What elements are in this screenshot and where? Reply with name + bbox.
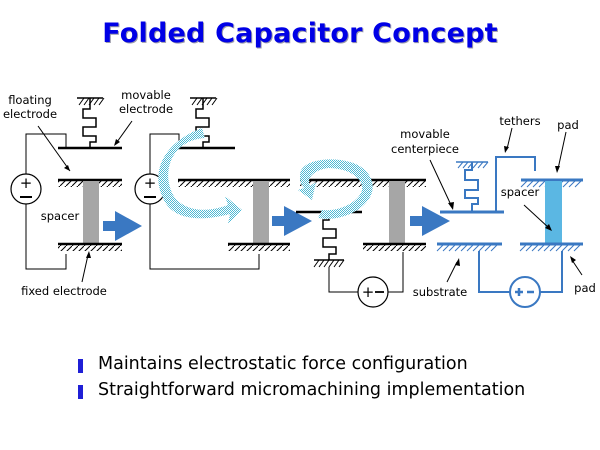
label-pad-bottom: pad <box>574 281 596 295</box>
bullet-text: Maintains electrostatic force configurat… <box>98 354 468 374</box>
spring <box>195 98 210 148</box>
stage-3: + <box>296 159 460 308</box>
svg-text:+: + <box>20 174 33 192</box>
fixed-electrode <box>228 242 290 251</box>
spring <box>464 162 479 212</box>
substrate <box>436 242 502 252</box>
transition-arrow <box>272 206 312 236</box>
voltage-source: + <box>357 276 389 308</box>
fixed-electrode <box>363 242 426 251</box>
svg-text:+: + <box>144 174 157 192</box>
label-movable-electrode-line1: movable <box>121 88 171 102</box>
slide-title: Folded Capacitor Concept <box>102 18 498 49</box>
label-movable-centerpiece-line1: movable <box>400 127 450 141</box>
label-spacer-left: spacer <box>41 209 80 223</box>
label-movable-centerpiece-line2: centerpiece <box>391 142 459 156</box>
transition-arrow <box>103 211 142 241</box>
transition-arrow <box>410 206 450 236</box>
fixed-electrode <box>58 242 122 251</box>
voltage-source: + <box>134 173 166 205</box>
spacer <box>83 181 99 244</box>
voltage-source: + <box>10 173 42 205</box>
tethers <box>495 156 536 212</box>
spring <box>82 98 97 148</box>
label-movable-electrode-line2: electrode <box>119 102 173 116</box>
bullet-marker-icon <box>78 359 83 373</box>
bullet-marker-icon <box>78 385 83 399</box>
floating-electrode <box>178 178 290 187</box>
label-floating-electrode-line1: floating <box>8 93 52 107</box>
spacer <box>253 181 269 244</box>
fold-motion-arrow <box>158 128 242 224</box>
label-tethers: tethers <box>499 114 540 128</box>
ground-anchor <box>313 259 345 268</box>
spacer <box>389 181 405 244</box>
fold-motion-arrow <box>298 159 373 219</box>
label-spacer-right: spacer <box>501 185 540 199</box>
label-pad-top: pad <box>557 118 579 132</box>
label-floating-electrode-line2: electrode <box>3 107 57 121</box>
svg-text:+: + <box>362 283 375 301</box>
stage-4 <box>436 127 583 308</box>
label-fixed-electrode: fixed electrode <box>21 284 107 298</box>
label-substrate: substrate <box>413 285 467 299</box>
voltage-source <box>509 276 541 308</box>
stage-1: + <box>10 97 142 283</box>
spacer <box>545 181 562 244</box>
spring <box>322 212 337 260</box>
bullet-text: Straightforward micromachining implement… <box>98 380 526 400</box>
stage-2: + <box>134 97 312 270</box>
bottom-pad <box>519 242 583 252</box>
